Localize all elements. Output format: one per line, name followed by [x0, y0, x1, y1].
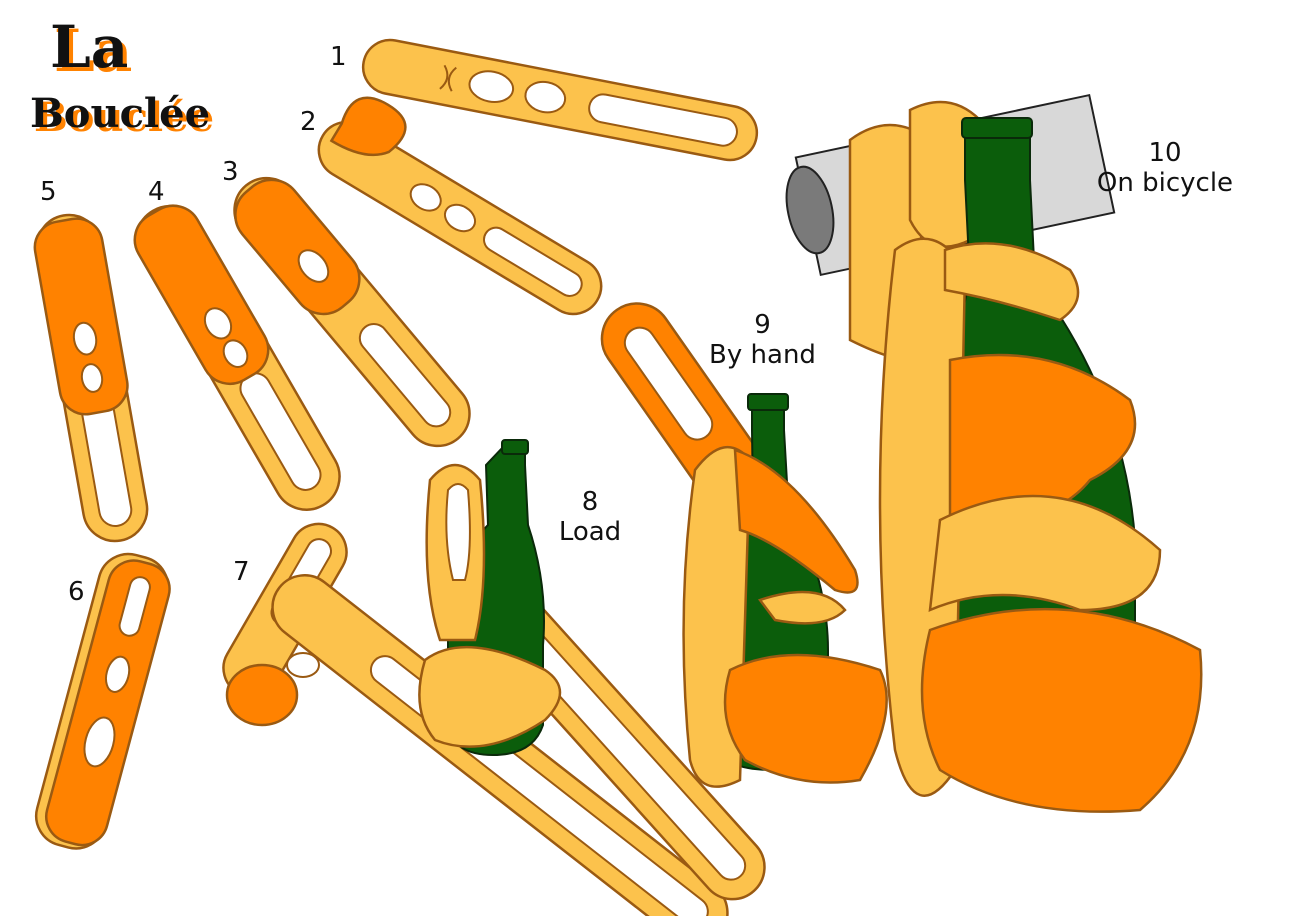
step-8-number: 8	[581, 487, 599, 517]
step-3-number: 3	[222, 157, 239, 187]
step-10-label: 10 On bicycle	[1085, 138, 1245, 198]
step-9-caption: By hand	[709, 340, 816, 370]
step-4-number: 4	[148, 177, 165, 207]
step-5-number: 5	[40, 177, 57, 207]
logo-text-line1: La	[50, 13, 129, 81]
step-8-caption: Load	[558, 517, 622, 547]
step-10-number: 10	[1148, 138, 1182, 168]
strap-step-4	[133, 204, 341, 511]
strap-step-5	[33, 213, 149, 543]
step-9-label: 9 By hand	[700, 310, 825, 370]
step-6-number: 6	[68, 577, 85, 607]
logo: La Bouclée	[30, 14, 230, 164]
step-10-caption: On bicycle	[1096, 168, 1234, 198]
step-8-label: 8 Load	[550, 487, 630, 547]
strap-step-10	[785, 93, 1203, 813]
strap-step-1	[361, 38, 759, 162]
strap-step-2	[317, 96, 603, 316]
step-9-number: 9	[754, 310, 771, 340]
strap-step-3	[233, 176, 471, 448]
step-1-number: 1	[330, 42, 347, 72]
step-2-number: 2	[300, 107, 317, 137]
step-7-number: 7	[233, 557, 250, 587]
strap-step-8	[418, 439, 766, 901]
strap-step-9	[600, 302, 888, 788]
logo-text-line2: Bouclée	[30, 90, 211, 137]
strap-step-6	[34, 552, 171, 850]
